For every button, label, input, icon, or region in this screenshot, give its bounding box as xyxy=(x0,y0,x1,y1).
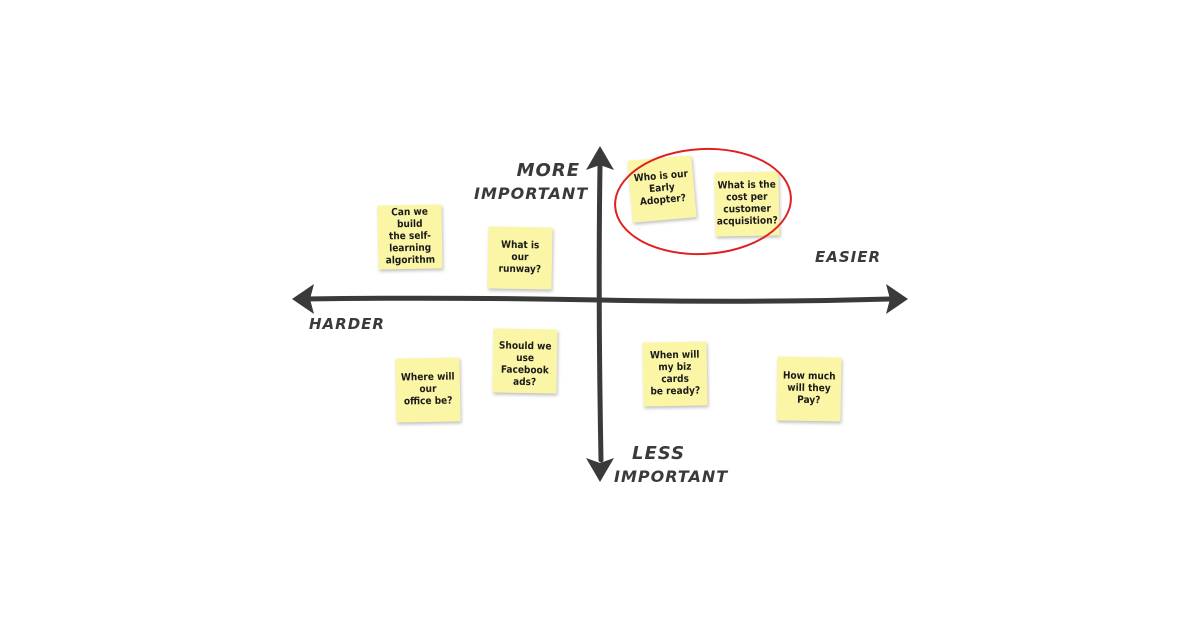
axis-label-less-important: Less Important xyxy=(614,445,728,485)
label-line: More xyxy=(516,160,580,181)
arrow-down-icon xyxy=(586,458,614,482)
axis-label-harder: Harder xyxy=(309,315,385,333)
axis-label-easier: Easier xyxy=(815,248,882,266)
axis-label-more-important: More Important xyxy=(474,160,589,203)
label-line: Important xyxy=(614,467,729,486)
label-line: Important xyxy=(474,184,589,203)
arrow-right-icon xyxy=(886,284,908,314)
arrow-up-icon xyxy=(586,146,614,170)
label-line: Less xyxy=(632,443,686,464)
arrow-left-icon xyxy=(292,284,314,314)
vertical-axis xyxy=(596,162,604,463)
